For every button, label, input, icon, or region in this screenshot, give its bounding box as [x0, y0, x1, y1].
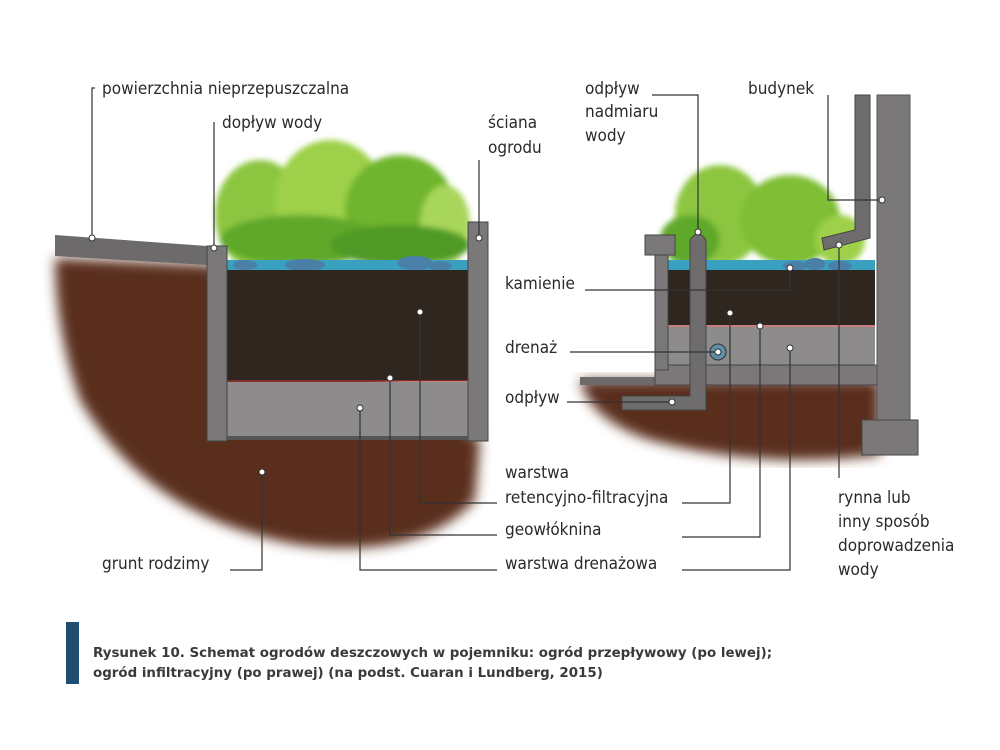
retention-layer-left [227, 270, 468, 381]
label-stones: kamienie [505, 274, 575, 294]
plants-left [215, 140, 470, 270]
drainage-layer-left [227, 382, 468, 438]
label-overflow: odpływ [585, 79, 640, 99]
stones-left [233, 256, 452, 271]
label-native-soil: grunt rodzimy [102, 554, 209, 574]
label-gutter-3: doprowadzenia [838, 536, 954, 556]
label-gutter-4: wody [838, 560, 879, 580]
building-footing [861, 419, 919, 456]
container-wall-right [467, 221, 489, 442]
figure-caption: Rysunek 10. Schemat ogrodów deszczowych … [66, 622, 772, 684]
plants-right [660, 165, 865, 265]
label-retention: warstwa [505, 463, 569, 483]
label-drainage: drenaż [505, 338, 557, 358]
water-right [668, 260, 875, 270]
label-drainage-layer: warstwa drenażowa [505, 554, 657, 574]
building-wall [876, 94, 911, 421]
label-building: budynek [748, 79, 814, 99]
container-wall-left [206, 245, 228, 442]
label-outflow: odpływ [505, 388, 560, 408]
overflow-pipe [621, 233, 707, 411]
caption-accent-bar [66, 622, 79, 684]
label-retention-2: retencyjno-filtracyjna [505, 488, 668, 508]
label-overflow-3: wody [585, 126, 626, 146]
caption-line-1: Rysunek 10. Schemat ogrodów deszczowych … [93, 646, 773, 661]
label-garden-wall: ściana [488, 113, 537, 133]
label-overflow-2: nadmiaru [585, 102, 658, 122]
label-garden-wall-2: ogrodu [488, 138, 542, 158]
stones-right [783, 258, 852, 271]
water-left [227, 260, 468, 270]
label-water-inflow: dopływ wody [222, 113, 322, 133]
leader-lines [88, 87, 886, 571]
label-gutter: rynna lub [838, 488, 911, 508]
impervious-surface [55, 235, 207, 265]
label-geotextile: geowłóknina [505, 520, 602, 540]
gutter-downspout [821, 94, 871, 251]
label-impervious-surface: powierzchnia nieprzepuszczalna [102, 79, 349, 99]
caption-line-2: ogród infiltracyjny (po prawej) (na pods… [93, 666, 603, 681]
label-gutter-2: inny sposób [838, 512, 930, 532]
